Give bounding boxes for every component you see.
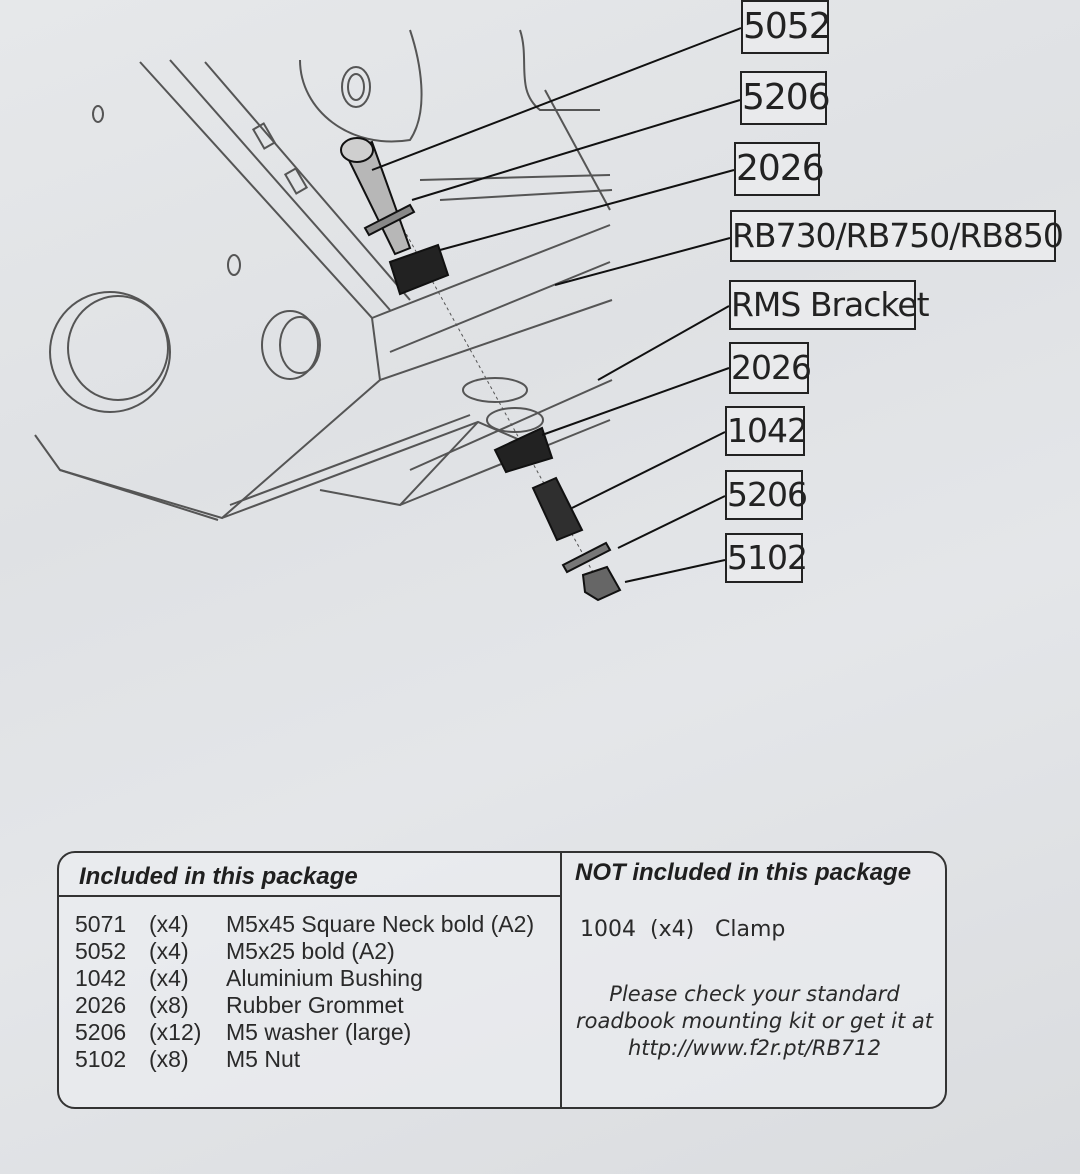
callout-label: 5206 [727, 475, 808, 514]
mounting-kit-note: Please check your standard roadbook moun… [562, 981, 947, 1062]
leader-line [371, 27, 742, 171]
leader-line [411, 99, 741, 201]
callout-5052: 5052 [741, 0, 832, 54]
mounting-hole [347, 73, 365, 101]
included-header: Included in this package [79, 863, 358, 890]
frame-outline [419, 174, 611, 181]
callout-label: RMS Bracket [731, 285, 930, 324]
mounting-hole [462, 377, 528, 403]
callout-label: 5102 [727, 538, 808, 577]
callout-label: 5206 [742, 77, 831, 118]
mounting-hole [279, 316, 321, 374]
grommet-2026-bottom [493, 426, 554, 474]
frame-outline [519, 29, 600, 111]
leader-line [571, 431, 726, 509]
washer-5206-bottom [561, 541, 612, 574]
part-qty: (x8) [149, 992, 189, 1018]
part-code: 1004 [580, 917, 636, 942]
not-included-header: NOT included in this package [575, 859, 912, 886]
part-code: 2026 [75, 992, 127, 1018]
part-qty: (x4) [149, 938, 189, 964]
leader-line [617, 495, 726, 549]
part-qty: (x4) [149, 911, 189, 937]
part-qty: (x8) [149, 1046, 189, 1072]
mounting-hole [49, 291, 171, 413]
part-code: 5206 [75, 1019, 127, 1045]
callout-rb-models: RB730/RB750/RB850 [730, 210, 1064, 262]
leader-line [541, 367, 730, 436]
frame-outline [379, 299, 613, 381]
part-qty: (x12) [149, 1019, 202, 1045]
frame-outline [221, 420, 521, 519]
part-qty: (x4) [650, 917, 695, 942]
part-code: 5071 [75, 911, 127, 937]
bolt-head [340, 137, 374, 163]
part-code: 5052 [75, 938, 127, 964]
frame-outline [169, 59, 391, 311]
callout-2026: 2026 [734, 142, 825, 196]
part-desc: M5x25 bold (A2) [226, 938, 395, 964]
frame-outline [299, 29, 423, 143]
callout-label: 1042 [727, 411, 808, 450]
part-code: 1042 [75, 965, 127, 991]
exploded-assembly-drawing [34, 27, 742, 602]
mounting-hole [341, 66, 371, 108]
part-qty: (x4) [149, 965, 189, 991]
frame-outline [409, 379, 613, 471]
frame-tab [251, 122, 277, 150]
leader-line [439, 169, 735, 251]
frame-outline [204, 61, 411, 301]
callout-5102: 5102 [725, 533, 808, 583]
part-desc: M5x45 Square Neck bold (A2) [226, 911, 535, 937]
callout-5206: 5206 [740, 71, 831, 125]
leader-line [554, 237, 731, 286]
callout-label: 5052 [743, 6, 832, 47]
mounting-hole [92, 105, 104, 123]
bushing-1042 [531, 476, 584, 542]
callout-5206-lower: 5206 [725, 470, 808, 520]
parts-table: Included in this package NOT included in… [57, 851, 947, 1109]
callout-2026-lower: 2026 [729, 342, 812, 394]
frame-outline [389, 261, 611, 353]
callout-label: 2026 [736, 148, 825, 189]
note-line: roadbook mounting kit or get it at [576, 1009, 933, 1033]
callout-label: RB730/RB750/RB850 [732, 216, 1064, 255]
leader-line [597, 305, 730, 381]
washer-5206-top [363, 203, 416, 237]
part-desc: M5 Nut [226, 1046, 301, 1072]
frame-outline [229, 414, 471, 506]
column-divider [560, 853, 562, 1107]
header-divider [59, 895, 560, 897]
note-url: http://www.f2r.pt/RB712 [627, 1036, 882, 1060]
frame-outline [34, 61, 382, 520]
frame-outline [371, 224, 611, 319]
callout-1042: 1042 [725, 406, 808, 456]
part-code: 5102 [75, 1046, 127, 1072]
leader-line [624, 559, 726, 583]
nut-5102 [581, 565, 622, 602]
mounting-hole [227, 254, 241, 276]
note-line: Please check your standard [609, 982, 900, 1006]
frame-outline [319, 421, 479, 507]
frame-outline [439, 189, 613, 201]
part-desc: Rubber Grommet [226, 992, 404, 1018]
part-desc: M5 washer (large) [226, 1019, 412, 1045]
mounting-hole [486, 407, 544, 433]
part-desc: Clamp [715, 917, 786, 942]
frame-tab [283, 167, 309, 195]
part-desc: Aluminium Bushing [226, 965, 423, 991]
mounting-hole [67, 295, 169, 401]
mounting-hole [261, 310, 319, 380]
frame-outline [59, 469, 219, 521]
grommet-2026-top [388, 243, 450, 296]
callout-rms-bracket: RMS Bracket [729, 280, 930, 330]
callout-label: 2026 [731, 348, 812, 387]
not-included-item: 1004 (x4) Clamp [580, 917, 880, 945]
